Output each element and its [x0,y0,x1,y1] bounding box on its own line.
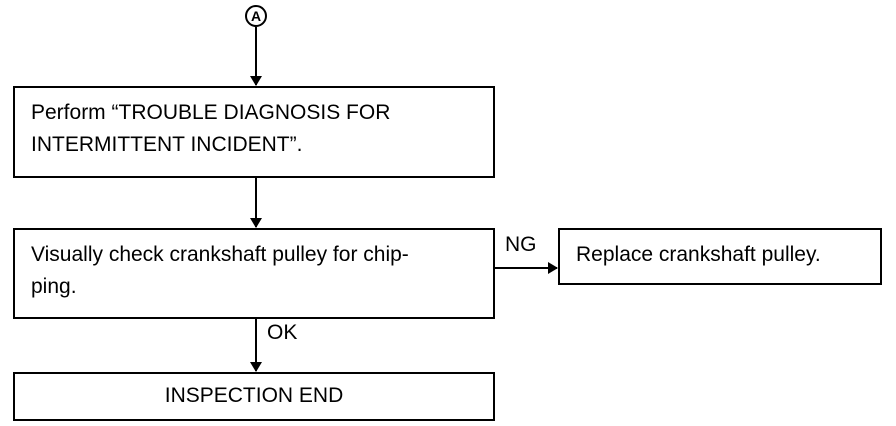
replace-text: Replace crankshaft pulley. [576,243,821,266]
inspection-end-box: INSPECTION END [13,372,495,421]
check-line-2: ping. [31,275,77,298]
check-line-1: Visually check crankshaft pulley for chi… [31,243,409,266]
connector-circle [245,5,267,27]
perform-line-1: Perform “TROUBLE DIAGNOSIS FOR [31,101,391,124]
check-pulley-box: Visually check crankshaft pulley for chi… [13,228,495,319]
ng-label: NG [505,233,537,256]
replace-pulley-box: Replace crankshaft pulley. [558,228,882,285]
perform-diagnosis-box: Perform “TROUBLE DIAGNOSIS FOR INTERMITT… [13,86,495,178]
inspection-end-text: INSPECTION END [164,384,344,407]
perform-line-2: INTERMITTENT INCIDENT”. [31,133,303,156]
ok-label: OK [267,321,298,344]
connector-label: A [250,8,262,24]
